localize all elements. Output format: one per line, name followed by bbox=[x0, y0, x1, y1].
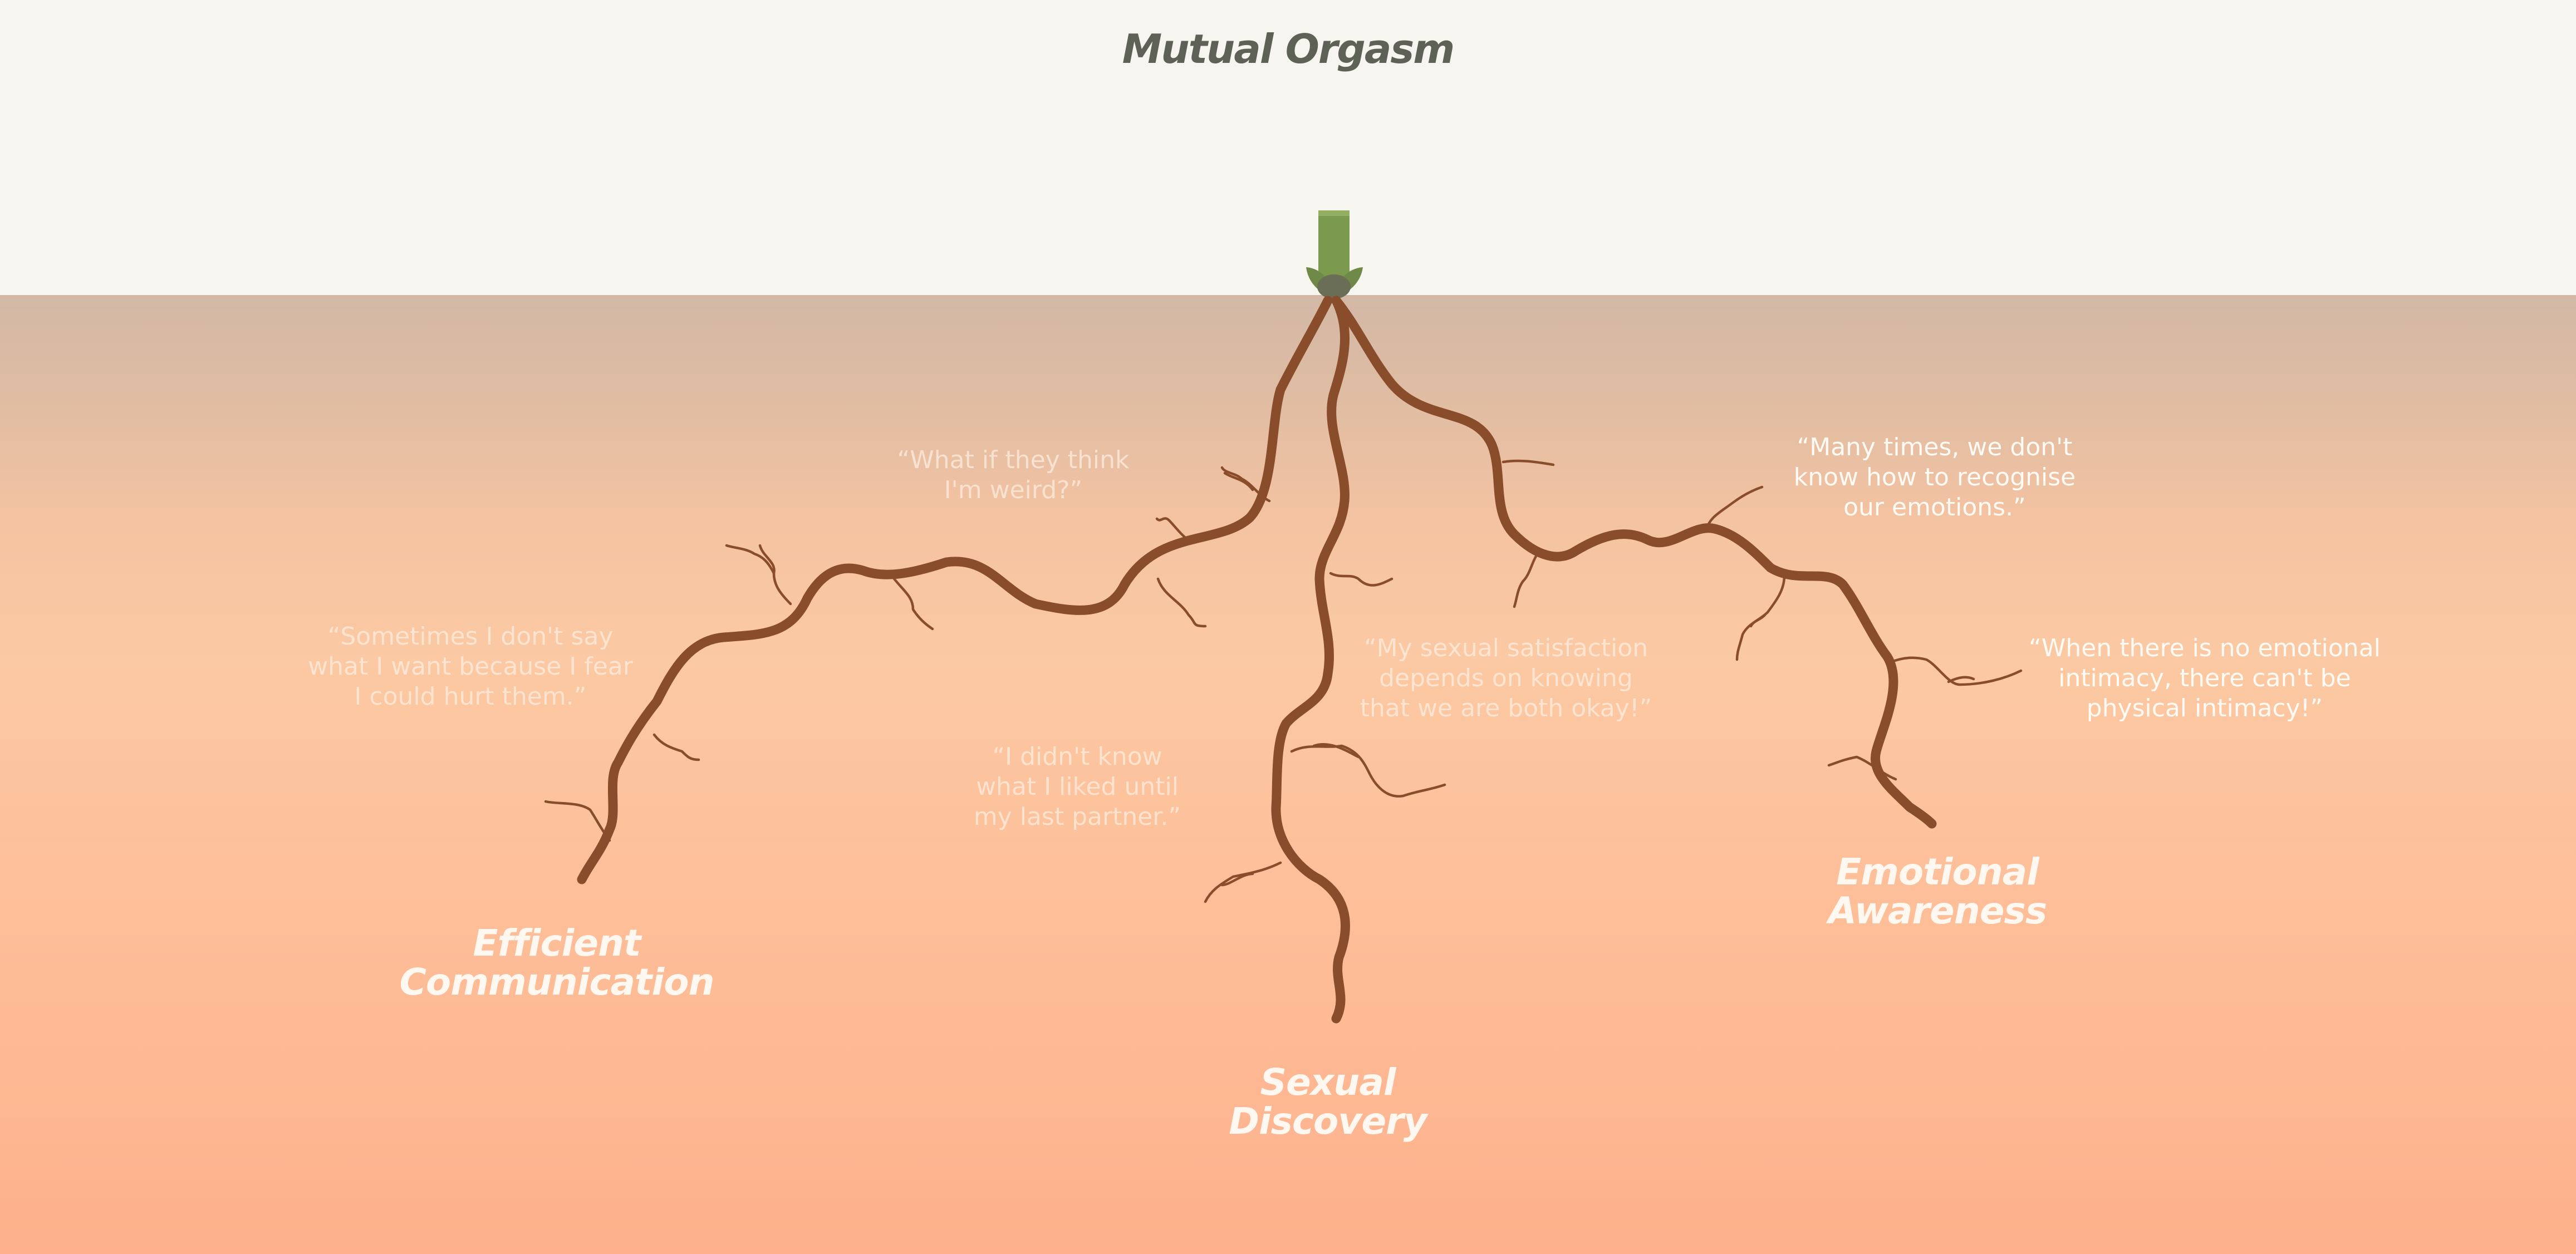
branch-label-sexual-discovery: Sexual Discovery bbox=[1229, 1061, 1427, 1143]
rootlet bbox=[1947, 676, 1975, 683]
sprout-icon bbox=[1306, 210, 1363, 299]
quote-recognise-emotions: “Many times, we don't know how to recogn… bbox=[1793, 433, 2076, 522]
rootlet bbox=[1827, 755, 1897, 781]
quote-weird: “What if they think I'm weird?” bbox=[897, 446, 1130, 504]
root-center-main bbox=[1271, 296, 1350, 1024]
rootlet bbox=[1220, 872, 1254, 887]
rootlet bbox=[725, 544, 792, 606]
diagram-title: Mutual Orgasm bbox=[1122, 26, 1455, 72]
quote-emotional-intimacy: “When there is no emotional intimacy, th… bbox=[2029, 634, 2381, 722]
rootlet bbox=[758, 544, 776, 575]
rootlet bbox=[544, 800, 611, 842]
rootlet bbox=[1705, 485, 1764, 532]
rootlet bbox=[1888, 656, 2023, 686]
quote-fear-hurt: “Sometimes I don't say what I want becau… bbox=[308, 622, 633, 711]
sky-background bbox=[0, 0, 2576, 295]
sprout-seed bbox=[1317, 274, 1351, 299]
branch-label-emotional-awareness: Emotional Awareness bbox=[1828, 850, 2047, 932]
rootlet bbox=[889, 573, 934, 631]
rootlet bbox=[1312, 743, 1360, 759]
root-right-main bbox=[1331, 296, 1937, 829]
rootlet bbox=[1290, 744, 1446, 798]
sprout-stem bbox=[1318, 210, 1350, 282]
rootlet bbox=[652, 733, 700, 761]
rootlet bbox=[1502, 459, 1555, 466]
rootlet bbox=[1155, 517, 1193, 544]
rootlet bbox=[1204, 861, 1282, 903]
rootlet bbox=[1156, 577, 1207, 628]
branch-label-efficient-communication: Efficient Communication bbox=[399, 922, 714, 1004]
rootlet bbox=[1749, 613, 1767, 628]
sprout-stem-top bbox=[1318, 210, 1350, 216]
rootlet bbox=[1329, 572, 1394, 587]
quote-satisfaction: “My sexual satisfaction depends on knowi… bbox=[1360, 634, 1652, 722]
rootlet bbox=[1223, 471, 1254, 491]
quote-didnt-know: “I didn't know what I liked until my las… bbox=[973, 742, 1181, 831]
rootlet bbox=[1220, 466, 1271, 503]
rootlets bbox=[544, 459, 2023, 903]
rootlet bbox=[1513, 549, 1541, 608]
root-left-main bbox=[577, 296, 1333, 884]
soil-background bbox=[0, 295, 2576, 1254]
